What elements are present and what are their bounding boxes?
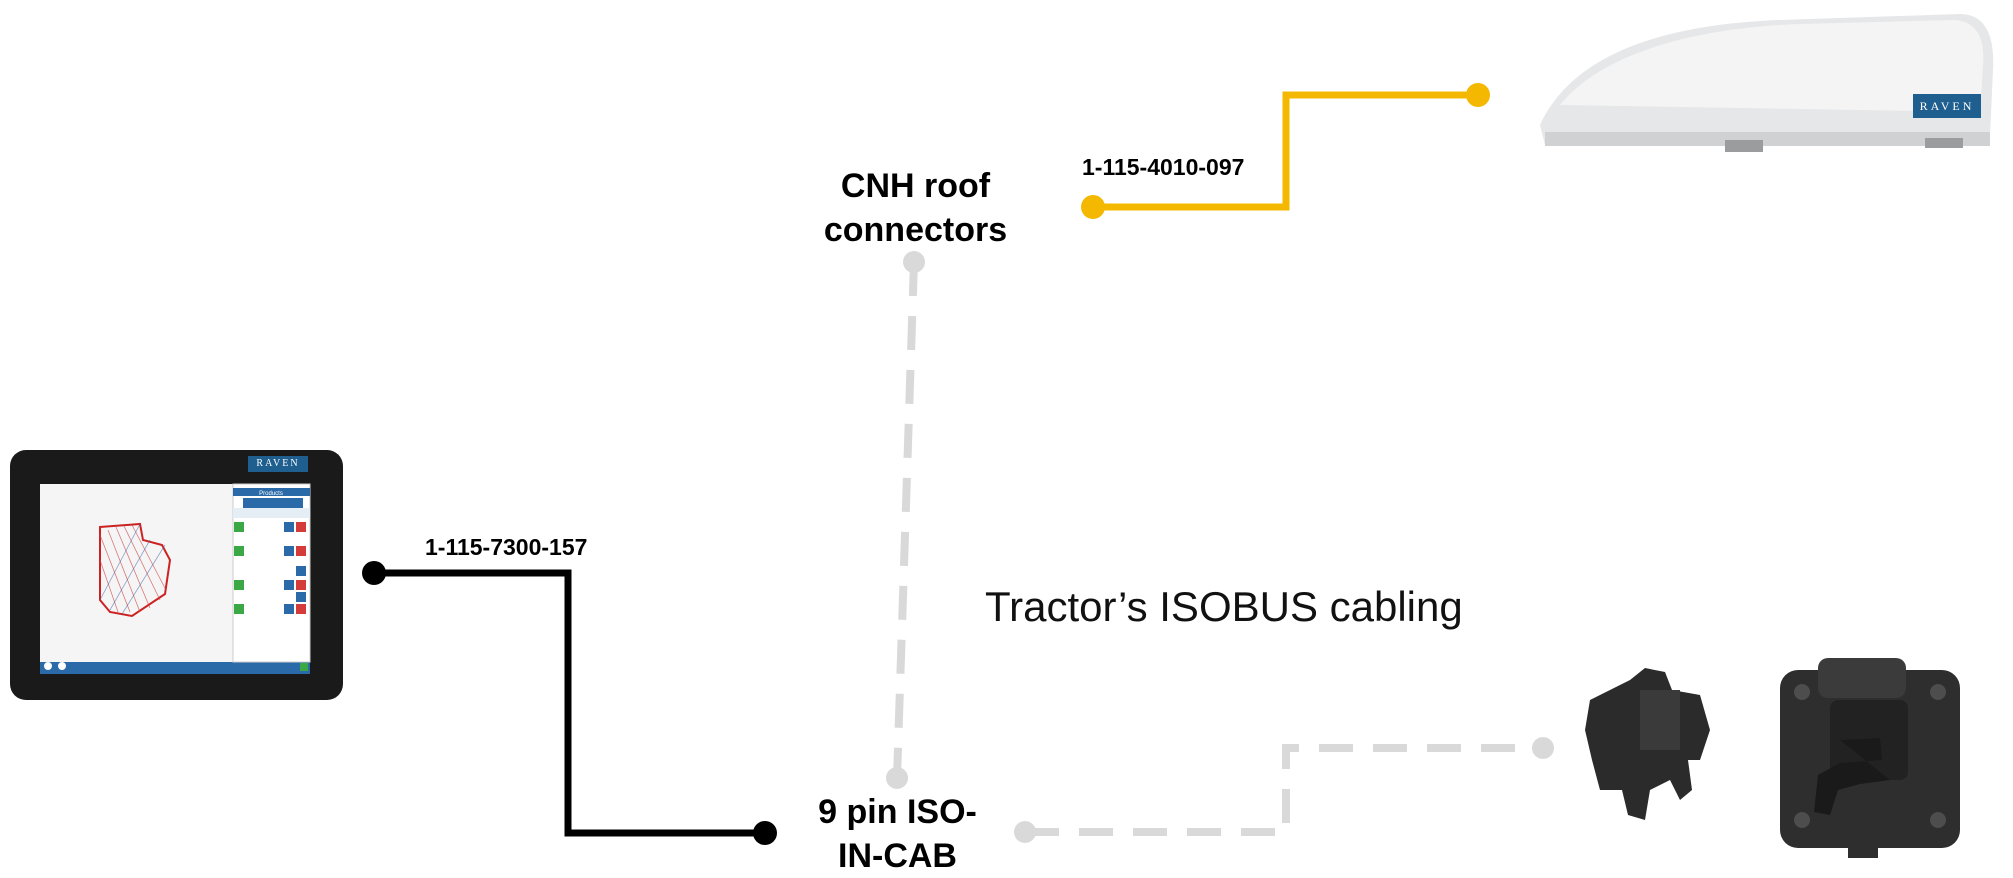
display-image	[10, 450, 343, 700]
display-cable-end-left	[362, 561, 386, 585]
roof-cable-end-left	[1081, 195, 1105, 219]
tractor-cable-vertical	[893, 261, 918, 779]
roof-connectors-label: CNH roof connectors	[823, 167, 1008, 249]
tractor-cable-end-right	[1532, 737, 1554, 759]
tractor-isobus-cabling-label: Tractor’s ISOBUS cabling	[985, 583, 1463, 630]
iso-in-cab-node	[886, 767, 908, 789]
roof-receiver-image	[1540, 14, 1994, 152]
roof-receiver-logo: RAVEN	[1913, 94, 1981, 118]
roof-cable	[1093, 91, 1478, 211]
roof-connectors-node	[903, 251, 925, 273]
tractor-cable-horizontal	[1025, 744, 1543, 836]
display-screen-header: Products	[259, 491, 283, 497]
iso-in-cab-label: 9 pin ISO-IN-CAB	[818, 793, 977, 875]
roof-cable-part-number: 1-115-4010-097	[1082, 154, 1245, 180]
display-logo: RAVEN	[248, 456, 308, 472]
display-cable-end-right	[753, 821, 777, 845]
isobus-socket-image	[1780, 658, 1960, 858]
display-cable-part-number: 1-115-7300-157	[425, 534, 588, 560]
tractor-cable-end-left	[1014, 821, 1036, 843]
isobus-connector-image	[1585, 668, 1710, 820]
roof-cable-end-right	[1466, 83, 1490, 107]
display-cable	[374, 569, 765, 837]
